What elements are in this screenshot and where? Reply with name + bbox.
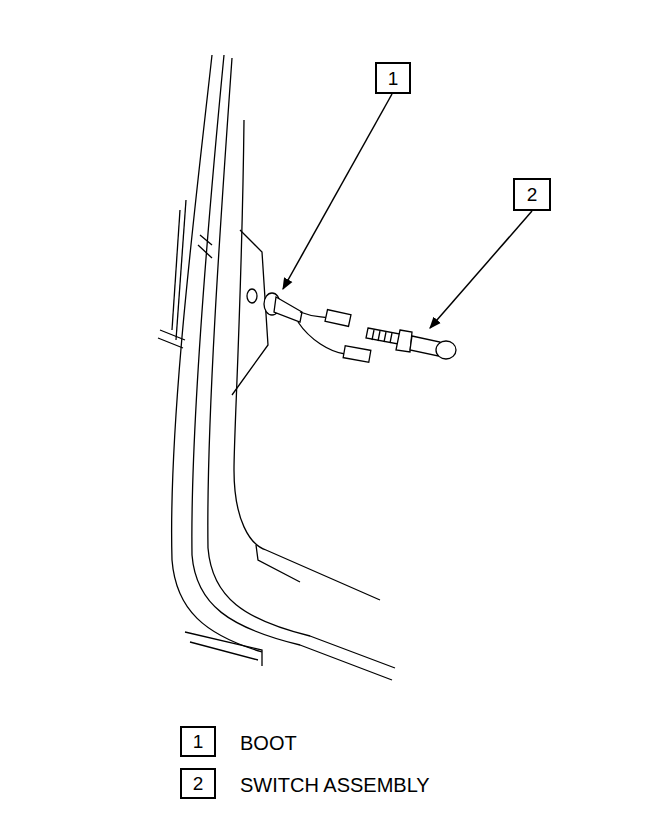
boot-part (247, 289, 371, 362)
callout-box: 2 (513, 178, 551, 211)
trim-line (176, 200, 186, 340)
part-name: BOOT (240, 733, 297, 753)
trim-line (172, 210, 180, 330)
part-name: SWITCH ASSEMBLY (240, 775, 430, 795)
leader-line (283, 94, 392, 289)
pillar-edge (172, 55, 262, 652)
callout-number: 2 (193, 774, 204, 793)
switch-assembly (366, 328, 456, 359)
leader-line (430, 211, 532, 328)
sill-edge (256, 545, 300, 582)
jamb-panel (232, 230, 268, 395)
callout-box: 1 (180, 726, 216, 757)
pillar-edge (192, 55, 392, 680)
sill-edge (185, 632, 262, 666)
trim-mark (198, 235, 212, 258)
pillar-edge (208, 58, 395, 668)
callout-number: 1 (193, 732, 204, 751)
door-opening (234, 120, 380, 600)
callout-box: 1 (375, 62, 411, 94)
callout-number: 2 (527, 185, 538, 204)
trim-mark (158, 330, 185, 348)
callout-number: 1 (388, 69, 399, 88)
callout-box: 2 (180, 768, 216, 799)
